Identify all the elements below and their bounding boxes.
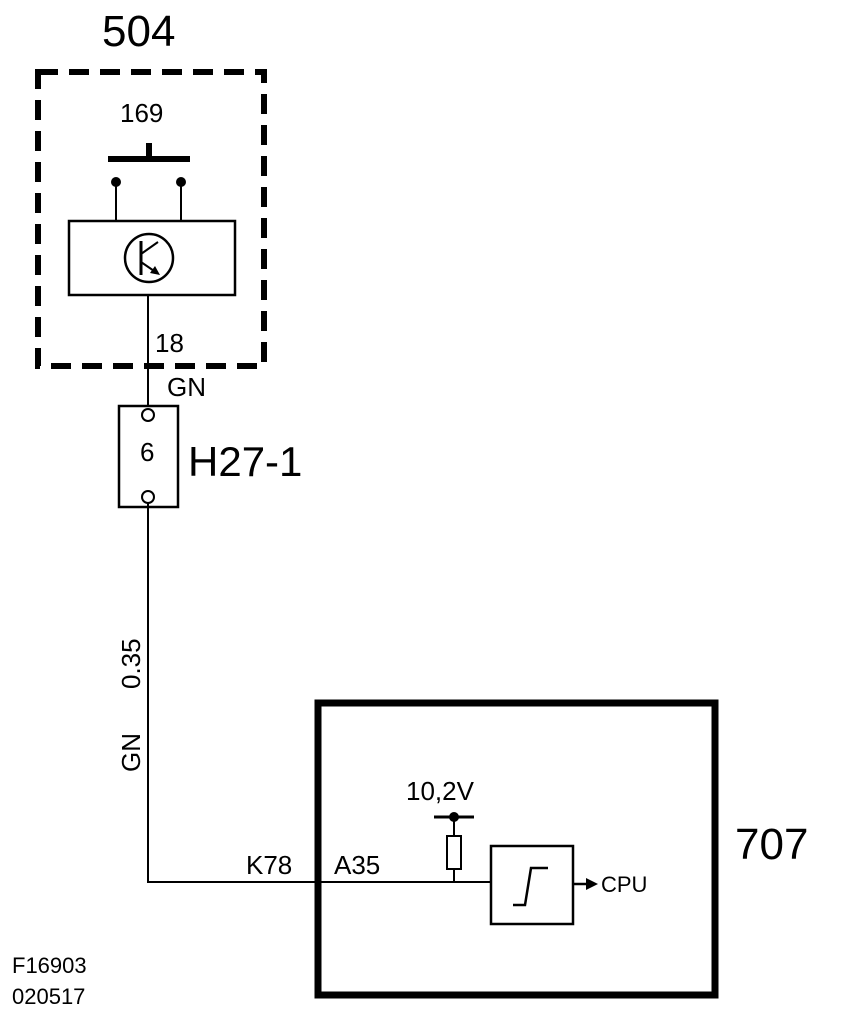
connector-pin-number: 6 [140,437,154,467]
wire-connector-to-707 [147,503,491,883]
module-504-enclosure [35,69,267,369]
connector-label: H27-1 [188,438,302,485]
figure-id: F16903 [12,953,87,978]
wire-pin-a35-label: A35 [334,850,380,880]
transistor-icon [123,232,175,284]
switch-169-label: 169 [120,98,163,128]
voltage-label: 10,2V [406,776,475,806]
module-504-label: 504 [102,7,175,56]
sensor-box [67,219,237,297]
module-707-box [314,699,719,999]
pull-up-resistor [446,835,462,870]
connector-pin-bottom [141,490,155,504]
wire-pin-k78-label: K78 [246,850,292,880]
schmitt-trigger-icon [513,866,548,907]
connector-pin-top [141,408,155,422]
wire-lower-color-label: GN [116,733,146,772]
wire-lower-size-label: 0.35 [116,638,146,689]
date-code: 020517 [12,984,85,1009]
schmitt-trigger-box [489,844,575,926]
wire-pin-18-label: 18 [155,328,184,358]
wire-upper-color-label: GN [167,372,206,402]
cpu-arrow-icon [586,878,598,890]
cpu-label: CPU [601,872,647,897]
module-707-label: 707 [735,820,808,869]
